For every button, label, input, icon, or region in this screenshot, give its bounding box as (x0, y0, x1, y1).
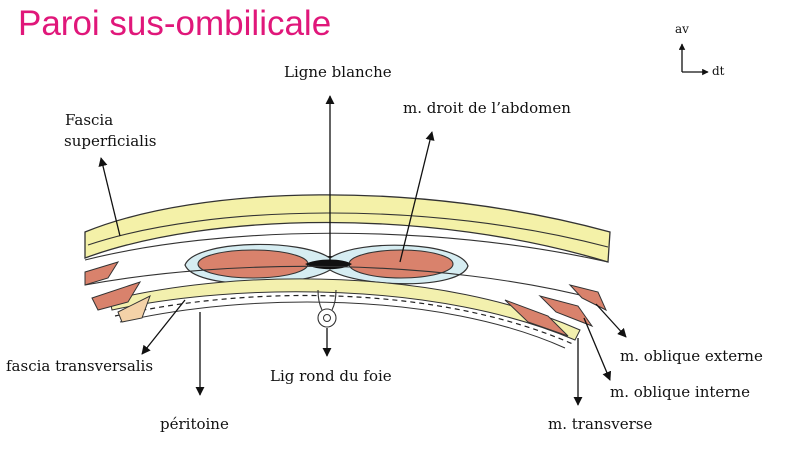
label-oblique-interne: m. oblique interne (610, 383, 750, 401)
label-fascia-superficialis-1: Fascia (65, 111, 114, 129)
orientation-right-label: dt (712, 64, 725, 78)
fascia-transversalis-layer (109, 278, 581, 341)
arrow-fascia-transversalis (141, 299, 186, 355)
orientation-up-label: av (675, 22, 689, 36)
label-fascia-transversalis: fascia transversalis (6, 357, 154, 375)
label-ligne-blanche: Ligne blanche (284, 63, 392, 81)
label-oblique-externe: m. oblique externe (620, 347, 763, 365)
label-fascia-superficialis-2: superficialis (64, 132, 157, 150)
arrow-fascia-superficialis (98, 157, 121, 237)
page-title: Paroi sus-ombilicale (18, 4, 332, 43)
rectus-abdominis-right (348, 249, 454, 279)
posterior-rectus-sheath (84, 265, 601, 301)
arrow-oblique-interne (583, 317, 612, 381)
leader-arrows (98, 95, 627, 406)
transverse-muscle (504, 299, 569, 337)
arrow-droit (399, 131, 435, 263)
peritoneum-dashed (114, 294, 576, 346)
oblique-externe-muscle (568, 284, 608, 312)
ligamentum-teres-2 (331, 289, 337, 311)
arrow-oblique-externe (595, 303, 627, 338)
ligamentum-teres (317, 289, 323, 311)
lateral-muscles-left (84, 261, 120, 286)
label-lig-rond: Lig rond du foie (270, 367, 392, 385)
lateral-muscles-left-2 (91, 281, 142, 311)
label-droit-abdomen: m. droit de l’abdomen (403, 99, 571, 117)
orientation-axes (678, 43, 709, 76)
fascia-superficialis-line (87, 212, 609, 248)
rectus-abdominis-left (197, 249, 309, 279)
oblique-interne-muscle (538, 295, 594, 328)
label-peritoine: péritoine (160, 415, 229, 433)
ligamentum-teres-core (323, 314, 331, 322)
lateral-muscles-left-3 (117, 294, 151, 323)
label-transverse: m. transverse (548, 415, 653, 433)
